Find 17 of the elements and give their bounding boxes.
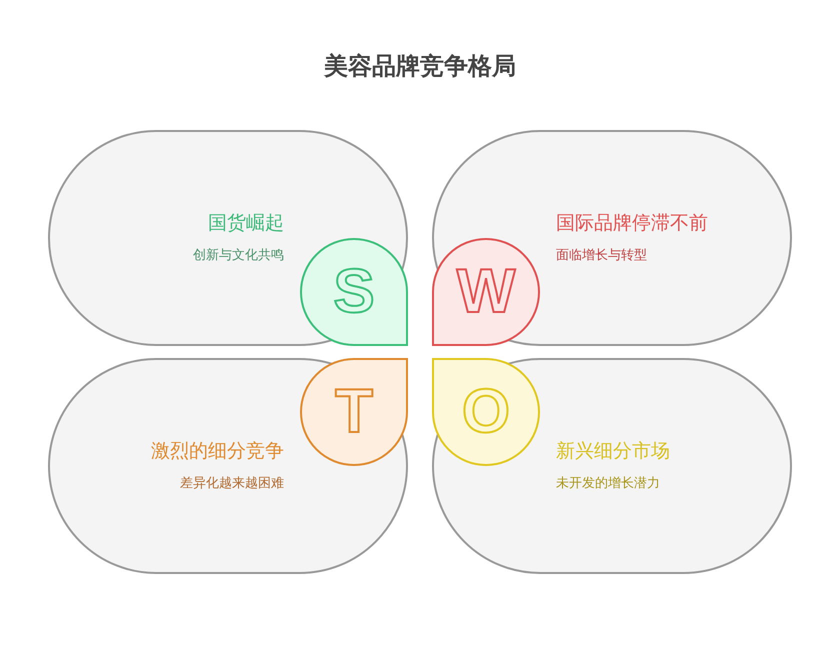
swot-letter: S [333, 261, 375, 323]
swot-letter: W [456, 261, 516, 323]
description: 创新与文化共鸣 [193, 247, 284, 264]
panel-card [432, 130, 792, 346]
description: 面临增长与转型 [556, 247, 647, 264]
heading: 激烈的细分竞争 [151, 439, 284, 464]
heading: 国货崛起 [208, 211, 284, 236]
swot-letter: T [335, 381, 373, 443]
title: 美容品牌竞争格局 [322, 51, 517, 82]
panel-card [48, 130, 408, 346]
heading: 国际品牌停滞不前 [556, 211, 708, 236]
heading: 新兴细分市场 [556, 439, 670, 464]
panel-card [432, 358, 792, 574]
swot-letter: O [462, 381, 510, 443]
panel-card [48, 358, 408, 574]
description: 差异化越来越困难 [180, 475, 284, 492]
description: 未开发的增长潜力 [556, 475, 660, 492]
